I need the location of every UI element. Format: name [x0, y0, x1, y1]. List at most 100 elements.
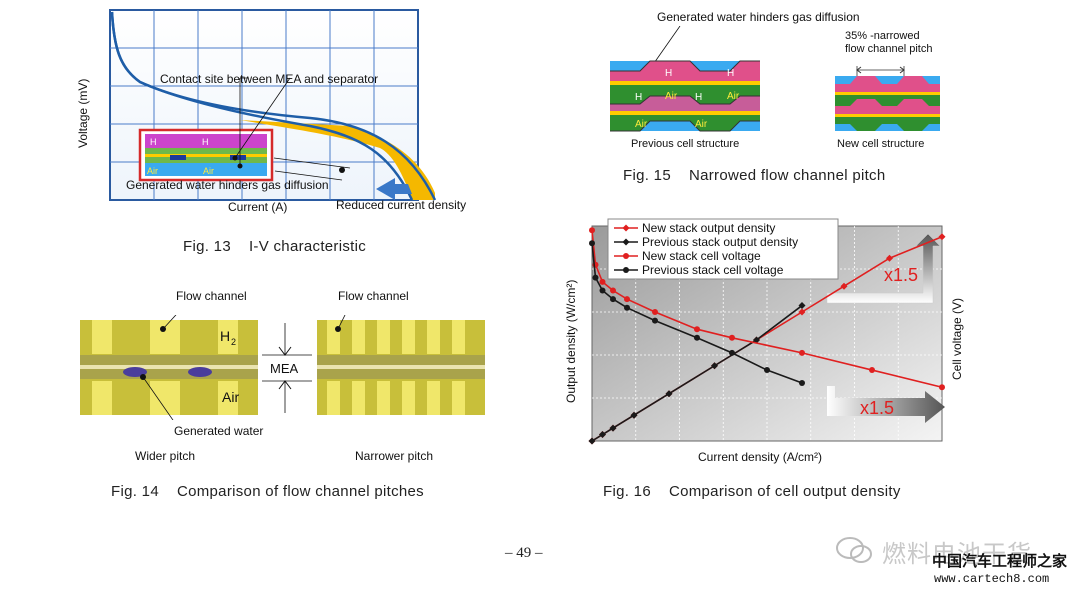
svg-text:Air: Air [727, 91, 740, 102]
svg-text:H: H [665, 68, 672, 79]
x1-5-bottom-arrow: x1.5 [827, 386, 945, 423]
inset-h2-label: H [150, 137, 157, 147]
page-number: – 49 – [505, 545, 543, 561]
data-point [610, 287, 616, 294]
fig14-caption-number: Fig. 14 [111, 483, 159, 500]
data-point [589, 240, 595, 247]
fig13-xlabel: Current (A) [228, 200, 288, 214]
fig15-caption-number: Fig. 15 [623, 167, 671, 184]
legend-marker [623, 253, 629, 259]
data-point [729, 349, 735, 356]
data-point [610, 296, 616, 303]
fig13-annotation-water: Generated water hinders gas diffusion [126, 178, 329, 192]
previous-cell-structure: H H H H Air Air Air Air [610, 60, 760, 132]
svg-text:Air: Air [203, 166, 214, 176]
fig15-caption-text: Narrowed flow channel pitch [688, 167, 886, 184]
fig13-caption-number: Fig. 13 [183, 238, 231, 255]
reduced-area [240, 120, 435, 200]
data-point [589, 227, 595, 234]
legend-marker [622, 224, 630, 232]
fig13-annotation-reduced: Reduced current density [336, 198, 467, 212]
fig16-xlabel: Current density (A/cm²) [698, 450, 823, 464]
watermark-url: www.cartech8.com [934, 572, 1050, 586]
svg-text:H: H [635, 92, 642, 103]
series-line-3 [591, 243, 803, 384]
svg-text:Air: Air [635, 119, 648, 130]
fig15-previous-label: Previous cell structure [631, 138, 740, 150]
fig13-annotation-contact: Contact site between MEA and separator [160, 72, 379, 86]
data-point [886, 254, 893, 262]
fig16-chart: x1.5 x1.5 New stack output densityPrevio… [588, 218, 946, 445]
data-point [624, 296, 630, 303]
data-point [729, 334, 735, 341]
fig13-iv-plot: H H Air Air [109, 9, 437, 201]
legend-marker [623, 267, 629, 273]
fig16-caption: Fig. 16 Comparison of cell output density [603, 483, 901, 500]
data-point [665, 390, 673, 398]
svg-text:Air: Air [695, 119, 708, 130]
fig15-new-label: New cell structure [837, 138, 925, 150]
fig16-caption-number: Fig. 16 [603, 483, 651, 500]
data-point [711, 362, 718, 370]
legend-label: Previous stack cell voltage [642, 263, 784, 277]
fig16-caption-text: Comparison of cell output density [668, 483, 901, 500]
wechat-icon [836, 537, 872, 563]
data-point [840, 282, 848, 290]
legend-marker [622, 238, 630, 246]
data-point [798, 302, 806, 310]
data-point [694, 326, 700, 333]
fig13-ylabel: Voltage (mV) [76, 78, 90, 148]
fig15-caption: Fig. 15 Narrowed flow channel pitch [623, 167, 886, 184]
fig14-generated-water: Generated water [174, 424, 264, 438]
x1-5-top-arrow: x1.5 [826, 233, 941, 304]
fig14-caption-text: Comparison of flow channel pitches [176, 483, 424, 500]
fig14: Flow channel Flow channel H 2 Air [80, 285, 490, 470]
data-point [599, 287, 606, 294]
data-point [799, 349, 805, 356]
watermark-text-1: 燃料电池干货 [882, 541, 1032, 568]
watermark-text-2: 中国汽车工程师之家 [932, 553, 1068, 570]
svg-text:H: H [220, 328, 230, 344]
x1-5-bottom-label: x1.5 [860, 398, 894, 418]
svg-text:MEA: MEA [270, 361, 299, 376]
series-layer [588, 227, 946, 445]
svg-text:Air: Air [147, 166, 158, 176]
svg-text:H: H [727, 68, 734, 79]
data-point [799, 379, 805, 386]
legend-label: Previous stack output density [642, 235, 798, 249]
data-point [938, 233, 946, 241]
data-point [764, 367, 770, 374]
iv-curve-ideal [110, 11, 437, 201]
pitch-note-line-1: 35% -narrowed [845, 30, 920, 42]
watermark: 燃料电池干货 中国汽车工程师之家 www.cartech8.com [820, 528, 1080, 596]
fig16-ylabel: Output density (W/cm²) [564, 279, 578, 403]
fig15-structures: H H H H Air Air Air Air [610, 26, 940, 132]
fig15: Generated water hinders gas diffusion 35… [605, 8, 955, 158]
fig13-caption: Fig. 13 I-V characteristic [183, 238, 366, 255]
fig13: H H Air Air Voltage (mV) Contact site be… [76, 8, 490, 268]
fig14-flow-channel-right: Flow channel [338, 289, 409, 303]
pitch-note-line-2: flow channel pitch [845, 43, 933, 55]
new-cell-structure [835, 66, 940, 131]
arrow-left-icon [376, 178, 412, 200]
legend-label: New stack cell voltage [642, 249, 761, 263]
data-point [869, 367, 875, 374]
fig14-narrower-pitch: Narrower pitch [355, 449, 434, 463]
fig13-caption-text: I-V characteristic [248, 238, 367, 255]
svg-text:Air: Air [665, 91, 678, 102]
fig15-annotation-water: Generated water hinders gas diffusion [657, 10, 860, 24]
fig14-wider-pitch: Wider pitch [135, 449, 196, 463]
data-point [694, 334, 700, 341]
fig14-flow-channel-left: Flow channel [176, 289, 247, 303]
fig14-caption: Fig. 14 Comparison of flow channel pitche… [111, 483, 424, 500]
svg-text:2: 2 [231, 337, 236, 347]
data-point [652, 309, 658, 315]
data-point [753, 336, 760, 344]
x1-5-top-label: x1.5 [884, 265, 918, 285]
svg-text:Air: Air [222, 389, 239, 405]
data-point [599, 278, 606, 285]
data-point [798, 308, 806, 316]
data-point [588, 437, 596, 445]
data-point [624, 304, 630, 311]
